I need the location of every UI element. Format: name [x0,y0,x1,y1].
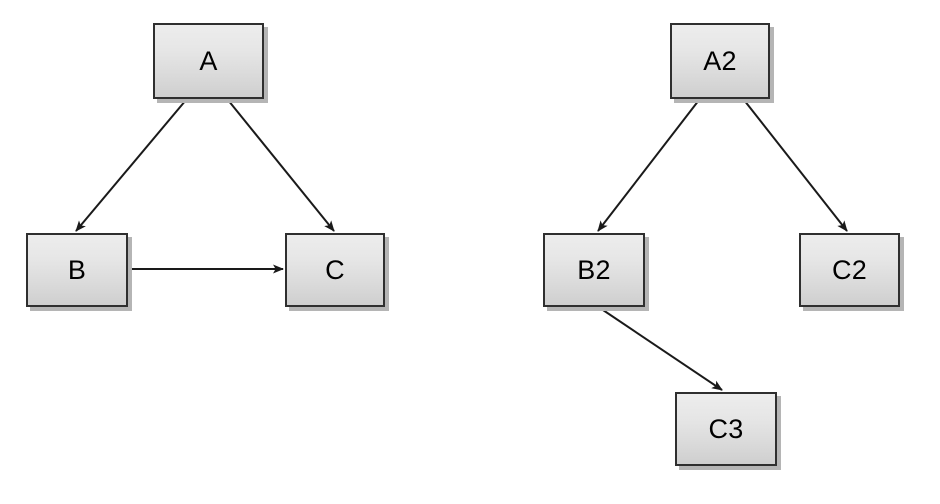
node-c3[interactable]: C3 [675,392,777,466]
node-c2[interactable]: C2 [799,233,900,307]
node-b2[interactable]: B2 [543,233,645,307]
edge-b2-c3 [599,307,723,391]
edge-a-b [75,99,187,232]
node-b[interactable]: B [26,233,128,307]
node-b2-label: B2 [577,254,611,285]
node-a2-label: A2 [703,45,737,76]
node-b-label: B [67,254,87,285]
node-c[interactable]: C [285,233,385,307]
edge-a2-c2 [743,99,848,232]
node-c-label: C [325,254,345,285]
node-c3-label: C3 [708,413,744,444]
edge-a2-b2 [597,99,700,232]
node-a2[interactable]: A2 [670,23,770,99]
node-c2-label: C2 [831,254,868,285]
node-a-label: A [199,45,218,76]
edges-group [75,99,848,391]
edge-a-c [227,99,335,232]
node-a[interactable]: A [153,23,264,99]
